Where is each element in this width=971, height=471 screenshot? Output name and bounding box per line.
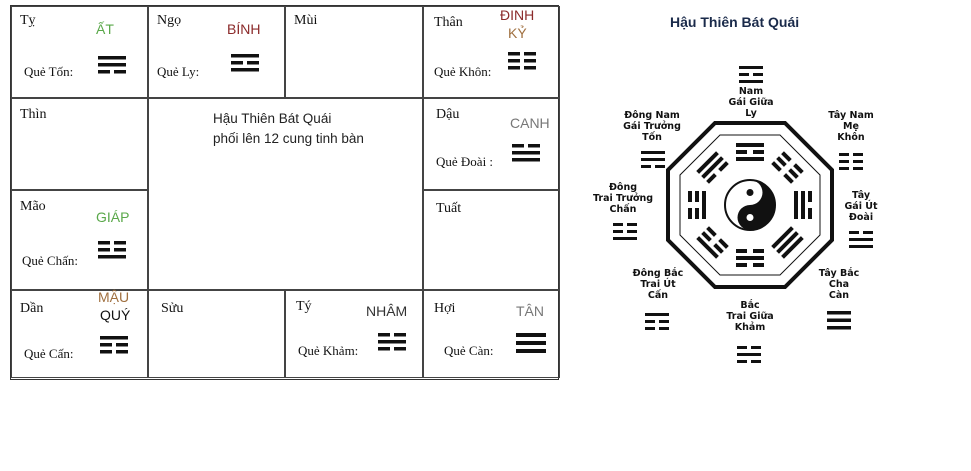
cell-center: Hậu Thiên Bát Quái phối lên 12 cung tinh… [148,98,423,290]
doai-trigram-icon [512,144,540,162]
cell-than: Thân ĐINH KỶ Quẻ Khôn: [423,6,560,98]
bagua-title: Hậu Thiên Bát Quái [670,14,800,30]
cell-suu: Sửu [148,290,285,378]
branch-label: Thân [434,15,463,30]
cell-hoi: Hợi TÂN Quẻ Càn: [423,290,560,378]
outer-can-mountain-trigram-icon [645,313,669,330]
branch-label: Tuất [436,201,462,216]
trigram-caption: Quẻ Cấn: [24,346,74,361]
branch-label: Tỵ [20,13,36,28]
cell-thin: Thìn [11,98,148,190]
cell-ty-water: Tý NHÂM Quẻ Khảm: [285,290,423,378]
trigram-caption: Quẻ Đoài : [436,154,494,169]
trigram-caption: Quẻ Khảm: [298,343,359,358]
center-subtitle: phối lên 12 cung tinh bàn [213,131,364,146]
stem-label: ẤT [96,21,114,37]
outer-ton-trigram-icon [641,151,665,168]
branch-label: Sửu [161,301,184,316]
stem-label: CANH [510,115,550,131]
trigram-caption: Quẻ Càn: [444,343,494,358]
outer-can-heaven-trigram-icon [827,311,851,330]
stem-label: NHÂM [366,303,408,319]
branch-label: Tý [296,299,312,314]
cell-tuat: Tuất [423,190,560,290]
branch-label: Hợi [434,301,456,316]
bagua-octagon [666,121,834,289]
stem-label: TÂN [516,303,544,319]
outer-khon-trigram-icon [839,153,863,170]
twelve-palace-grid: Tỵ ẤT Quẻ Tốn: Ngọ BÍNH Quẻ Ly: Mùi Thân… [10,5,560,380]
stem-label: MẬU [98,289,130,305]
cell-ty: Tỵ ẤT Quẻ Tốn: [11,6,148,98]
trigram-caption: Quẻ Chấn: [22,253,78,268]
branch-label: Mùi [294,13,318,28]
stem-label-secondary: QUÝ [100,307,131,323]
kham-trigram-icon [378,333,406,351]
ton-trigram-icon [98,56,126,74]
can-heaven-trigram-icon [516,333,546,353]
cell-dan: Dần MẬU QUÝ Quẻ Cấn: [11,289,148,378]
chan-trigram-icon [98,241,126,259]
outer-ly-trigram-icon [739,66,763,83]
cell-dau: Dậu CANH Quẻ Đoài : [423,98,560,190]
trigram-caption: Quẻ Tốn: [24,64,74,79]
cell-ngo: Ngọ BÍNH Quẻ Ly: [148,6,285,98]
ly-trigram-icon [231,54,259,72]
trigram-caption: Quẻ Ly: [157,64,200,79]
outer-chan-trigram-icon [613,223,637,240]
branch-label: Thìn [20,107,47,122]
stem-label: BÍNH [227,21,261,37]
branch-label: Mão [20,199,46,214]
branch-label: Dần [20,301,44,316]
can-mountain-trigram-icon [100,336,128,354]
cell-mui: Mùi [285,6,423,98]
trigram-caption: Quẻ Khôn: [434,64,492,79]
outer-kham-trigram-icon [737,346,761,363]
stem-label-secondary: KỶ [508,25,527,41]
branch-label: Ngọ [157,13,182,28]
khon-trigram-icon [508,52,536,70]
stem-label: GIÁP [96,209,130,225]
branch-label: Dậu [436,107,460,122]
center-title: Hậu Thiên Bát Quái [213,111,332,126]
stem-label: ĐINH [500,7,535,23]
outer-doai-trigram-icon [849,231,873,248]
cell-mao: Mão GIÁP Quẻ Chấn: [11,190,148,290]
